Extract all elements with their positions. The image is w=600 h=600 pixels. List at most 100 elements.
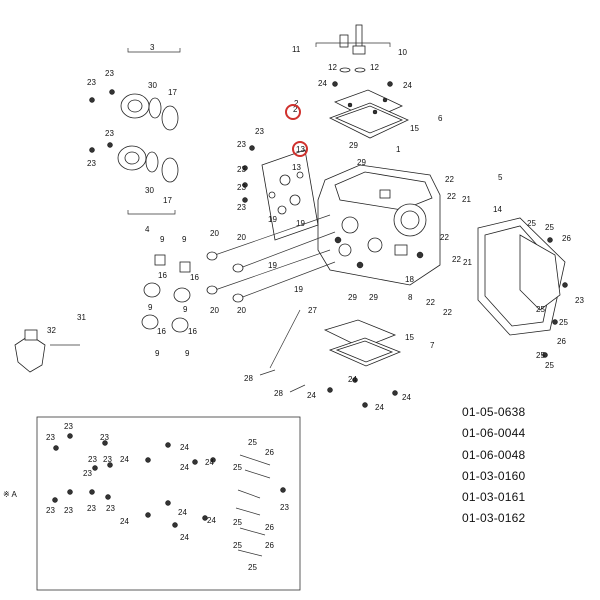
svg-text:23: 23	[87, 78, 96, 87]
svg-text:24: 24	[120, 517, 129, 526]
svg-text:23: 23	[88, 455, 97, 464]
svg-text:21: 21	[463, 258, 472, 267]
svg-text:25: 25	[233, 463, 242, 472]
svg-text:26: 26	[557, 337, 566, 346]
svg-text:24: 24	[402, 393, 411, 402]
svg-text:19: 19	[268, 215, 277, 224]
svg-text:19: 19	[268, 261, 277, 270]
part-code: 01-03-0162	[462, 511, 526, 526]
svg-text:15: 15	[405, 333, 414, 342]
svg-text:23: 23	[87, 504, 96, 513]
callout-labels: 3 23 23 30 17 23 23 30 17 4 9 9 16 16 9 …	[47, 43, 584, 412]
svg-text:13: 13	[292, 163, 301, 172]
studs	[206, 214, 336, 303]
svg-text:23: 23	[46, 506, 55, 515]
svg-text:20: 20	[237, 306, 246, 315]
svg-text:16: 16	[190, 273, 199, 282]
svg-text:23: 23	[64, 422, 73, 431]
svg-text:22: 22	[443, 308, 452, 317]
part-code: 01-05-0638	[462, 405, 526, 419]
valve-plate	[261, 149, 319, 241]
svg-text:9: 9	[182, 235, 187, 244]
highlight-callout-2	[285, 104, 301, 120]
part-code: 01-03-0160	[462, 468, 526, 483]
top-fittings	[315, 24, 391, 73]
top-cover-assembly	[329, 89, 409, 139]
svg-text:22: 22	[447, 192, 456, 201]
svg-text:25: 25	[527, 219, 536, 228]
svg-text:26: 26	[265, 523, 274, 532]
svg-text:11: 11	[292, 45, 301, 54]
svg-text:32: 32	[47, 326, 56, 335]
svg-text:29: 29	[349, 141, 358, 150]
svg-text:24: 24	[375, 403, 384, 412]
svg-text:26: 26	[265, 541, 274, 550]
svg-text:30: 30	[145, 186, 154, 195]
svg-text:23: 23	[46, 433, 55, 442]
inset-hardware-box: 23 23 23 23 23 23 24 24 24 24 25 26 25 2…	[36, 416, 301, 591]
valve-bushing-assemblies	[117, 48, 181, 215]
svg-text:2: 2	[294, 99, 299, 108]
svg-text:22: 22	[445, 175, 454, 184]
svg-text:23: 23	[100, 433, 109, 442]
svg-text:25: 25	[233, 541, 242, 550]
svg-text:24: 24	[318, 79, 327, 88]
inset-callouts: 23 23 23 23 23 23 24 24 24 24 25 26 25 2…	[46, 422, 289, 572]
part-code-list: 01-05-0638 01-06-0044 01-06-0048 01-03-0…	[462, 402, 582, 530]
svg-text:25: 25	[536, 351, 545, 360]
elbow-fitting	[14, 329, 80, 373]
svg-text:20: 20	[237, 233, 246, 242]
svg-text:25: 25	[545, 361, 554, 370]
svg-text:19: 19	[294, 285, 303, 294]
part-code: 01-06-0044	[462, 426, 526, 441]
svg-text:23: 23	[237, 203, 246, 212]
svg-text:21: 21	[462, 195, 471, 204]
svg-text:24: 24	[403, 81, 412, 90]
svg-text:16: 16	[157, 327, 166, 336]
inset-label: ※ A	[3, 490, 17, 499]
svg-text:19: 19	[296, 219, 305, 228]
svg-text:8: 8	[408, 293, 413, 302]
svg-text:23: 23	[87, 159, 96, 168]
svg-text:28: 28	[274, 389, 283, 398]
svg-text:27: 27	[308, 306, 317, 315]
inset-bolts	[52, 433, 286, 528]
svg-text:31: 31	[77, 313, 86, 322]
svg-text:4: 4	[145, 225, 150, 234]
svg-text:23: 23	[237, 140, 246, 149]
svg-text:26: 26	[562, 234, 571, 243]
svg-text:9: 9	[160, 235, 165, 244]
svg-text:23: 23	[575, 296, 584, 305]
svg-text:23: 23	[83, 469, 92, 478]
svg-text:24: 24	[180, 463, 189, 472]
svg-text:6: 6	[438, 114, 443, 123]
svg-text:30: 30	[148, 81, 157, 90]
svg-text:25: 25	[233, 518, 242, 527]
svg-text:16: 16	[158, 271, 167, 280]
nozzle-sets	[141, 254, 191, 333]
svg-text:12: 12	[328, 63, 337, 72]
side-cover-assembly	[477, 217, 566, 336]
svg-text:24: 24	[307, 391, 316, 400]
svg-text:17: 17	[163, 196, 172, 205]
svg-text:20: 20	[210, 306, 219, 315]
svg-text:15: 15	[410, 124, 419, 133]
svg-text:25: 25	[536, 305, 545, 314]
svg-text:29: 29	[357, 158, 366, 167]
svg-text:7: 7	[430, 341, 435, 350]
svg-text:18: 18	[405, 275, 414, 284]
bolts	[89, 81, 568, 408]
inset-long-bolts	[235, 454, 271, 557]
highlighted-callouts	[285, 104, 308, 157]
svg-text:9: 9	[148, 303, 153, 312]
svg-text:24: 24	[120, 455, 129, 464]
svg-text:26: 26	[265, 448, 274, 457]
cylinder-head-block	[317, 164, 441, 286]
svg-text:24: 24	[348, 375, 357, 384]
svg-text:24: 24	[178, 508, 187, 517]
svg-text:14: 14	[493, 205, 502, 214]
svg-text:12: 12	[370, 63, 379, 72]
svg-text:29: 29	[348, 293, 357, 302]
svg-text:24: 24	[205, 458, 214, 467]
